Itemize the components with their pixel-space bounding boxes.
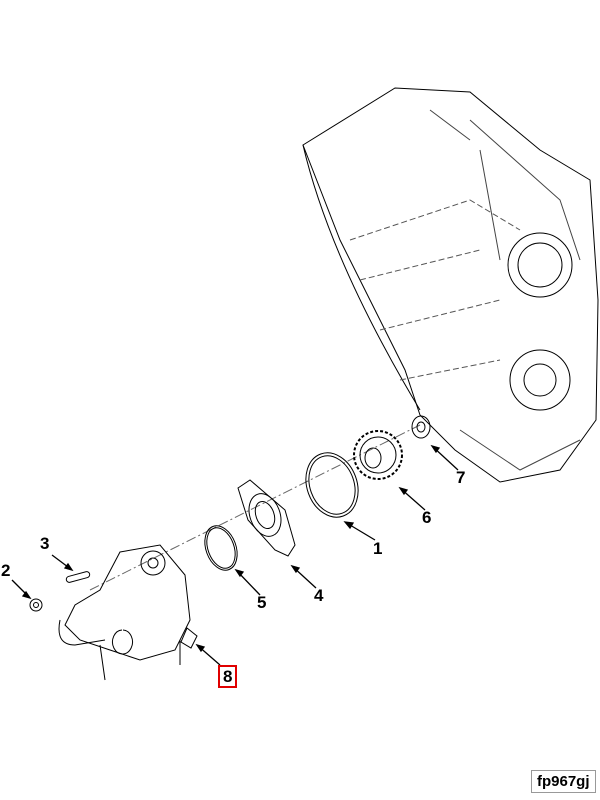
engine-block (302, 87, 599, 483)
callout-4[interactable]: 4 (314, 586, 324, 605)
figure-id: fp967gj (531, 770, 596, 793)
callout-6[interactable]: 6 (422, 508, 432, 527)
part-4-adapter-plate (237, 479, 296, 557)
callout-8-highlighted[interactable]: 8 (218, 665, 238, 688)
callout-2[interactable]: 2 (1, 561, 11, 580)
part-8-fuel-pump (58, 544, 198, 681)
part-7-bushing (411, 415, 431, 439)
callout-7[interactable]: 7 (456, 468, 466, 487)
part-3-stud (65, 571, 91, 583)
callout-3[interactable]: 3 (40, 534, 50, 553)
leader-arrows (11, 444, 459, 666)
callout-5[interactable]: 5 (257, 593, 267, 612)
part-1-o-ring (305, 452, 359, 518)
callout-1[interactable]: 1 (373, 539, 383, 558)
part-5-o-ring (204, 525, 238, 571)
part-2-nut (29, 598, 43, 612)
part-6-gear (353, 430, 403, 480)
